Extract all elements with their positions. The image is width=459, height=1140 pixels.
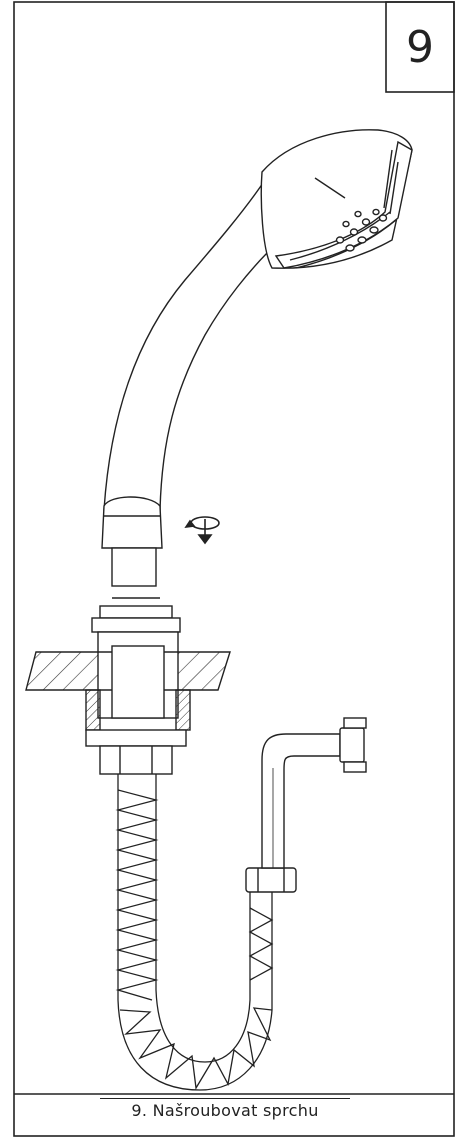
step-number: 9 [406, 21, 434, 73]
flex-hose [115, 774, 274, 1091]
rotate-screw-icon [184, 516, 220, 545]
outer-frame [13, 1, 455, 1137]
mounting-assembly [25, 597, 231, 775]
step-caption: 9. Našroubovat sprchu [100, 1098, 350, 1126]
shower-head [101, 129, 413, 587]
angle-connector [245, 717, 367, 893]
step-number-box [385, 1, 455, 93]
